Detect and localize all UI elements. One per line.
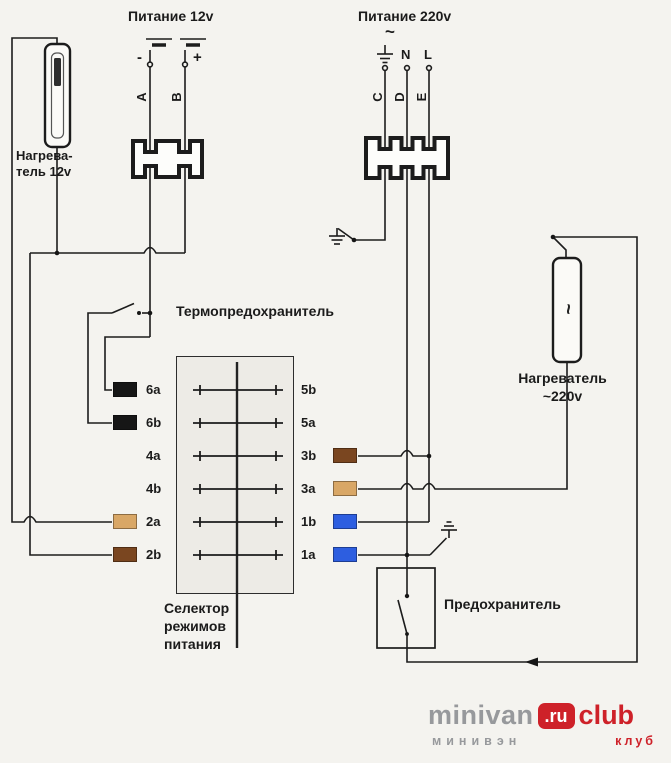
wire-3b	[358, 449, 429, 457]
fuse-box	[376, 567, 436, 649]
selector-terminal-label-6b: 6b	[146, 415, 162, 430]
selector-label-line1: Селектор	[164, 600, 230, 616]
terminal-square-3b	[333, 448, 357, 463]
selector-contact-rows	[193, 385, 283, 560]
heater-12v-body	[43, 42, 72, 149]
chassis-ground-2-icon	[441, 521, 457, 538]
site-logo[interactable]: minivan .ru club минивэн клуб	[428, 700, 660, 748]
wire-positive-rail-to-2b	[29, 253, 112, 556]
connector-12v	[131, 139, 204, 179]
logo-club-text: club	[578, 700, 635, 730]
wire-label-c: C	[369, 92, 385, 102]
selector-terminal-label-1b: 1b	[301, 514, 317, 529]
heater220-switch-blade	[552, 236, 567, 258]
neutral-label: N	[401, 47, 411, 62]
selector-terminal-label-4b: 4b	[146, 481, 162, 496]
wire-label-e: E	[413, 92, 429, 102]
logo-tld-badge: .ru	[537, 702, 575, 729]
wire-label-b: B	[168, 92, 184, 102]
junction-dots	[54, 234, 556, 558]
wire-positive-rail	[30, 246, 185, 254]
wire-fuse-to-heater220-top	[406, 236, 638, 663]
thermal-fuse-symbol	[111, 302, 150, 315]
heater-12v-label-line2: тель 12v	[16, 164, 72, 179]
selector-terminal-label-2b: 2b	[146, 547, 162, 562]
wire-battery-negative	[146, 50, 154, 150]
terminal-square-1b	[333, 514, 357, 529]
wire-3a-to-heater220	[358, 362, 568, 490]
wire-battery-positive	[181, 50, 189, 150]
mains-earth-terminal-icon	[377, 45, 393, 64]
chassis-ground-icon	[329, 228, 345, 245]
battery-plus-label: +	[193, 49, 202, 66]
heater-12v-label-line1: Нагрева-	[16, 148, 73, 163]
terminal-square-3a	[333, 481, 357, 496]
wire-thermal-fuse-to-6b	[87, 312, 112, 424]
battery-minus-label: -	[137, 49, 142, 66]
selector-terminal-label-1a: 1a	[301, 547, 316, 562]
terminal-square-1a	[333, 547, 357, 562]
fuse-label: Предохранитель	[444, 596, 561, 612]
selector-terminal-label-3a: 3a	[301, 481, 316, 496]
line-label: L	[424, 47, 432, 62]
selector-terminal-label-6a: 6a	[146, 382, 161, 397]
logo-main-text: minivan	[428, 700, 534, 730]
wire-heater12-top-to-2a	[11, 37, 112, 523]
battery-symbol	[146, 38, 206, 47]
logo-sub-club: клуб	[615, 734, 656, 748]
terminal-square-2b	[113, 547, 137, 562]
earth-switch-blade	[337, 227, 355, 241]
selector-label-line2: режимов	[164, 618, 227, 634]
flow-arrow	[525, 657, 538, 667]
thermal-fuse-label: Термопредохранитель	[176, 303, 334, 319]
ac-symbol: ~	[385, 22, 395, 41]
logo-line2: минивэн клуб	[428, 734, 660, 748]
wire-c-earth	[381, 64, 389, 150]
selector-terminal-label-4a: 4a	[146, 448, 161, 463]
terminal-square-6a	[113, 382, 137, 397]
selector-label-line3: питания	[164, 636, 221, 652]
power-220v-title: Питание 220v	[358, 8, 452, 24]
fuse-switch-symbol	[397, 568, 410, 648]
selector-terminal-label-3b: 3b	[301, 448, 317, 463]
heater-220v-label-line1: Нагреватель	[518, 370, 607, 386]
selector-terminal-label-2a: 2a	[146, 514, 161, 529]
terminal-square-6b	[113, 415, 137, 430]
heater-12v-marking	[54, 58, 61, 86]
wire-e-line	[425, 64, 433, 150]
ground-switch-blade	[429, 537, 448, 556]
logo-sub-main: минивэн	[432, 734, 522, 748]
heater-220v-label-line2: ~220v	[542, 388, 583, 404]
power-12v-title: Питание 12v	[128, 8, 214, 24]
logo-line1: minivan .ru club	[428, 700, 660, 731]
wire-d-neutral	[403, 64, 411, 150]
wire-label-d: D	[391, 92, 407, 102]
selector-terminal-label-5a: 5a	[301, 415, 316, 430]
selector-terminal-label-5b: 5b	[301, 382, 317, 397]
connector-220v	[364, 136, 450, 180]
wire-earth-branch	[354, 167, 386, 241]
terminal-square-2a	[113, 514, 137, 529]
wire-a-to-6a	[104, 336, 150, 391]
wire-label-a: A	[133, 92, 149, 102]
heater-220v-ac-symbol: ~	[557, 303, 578, 315]
